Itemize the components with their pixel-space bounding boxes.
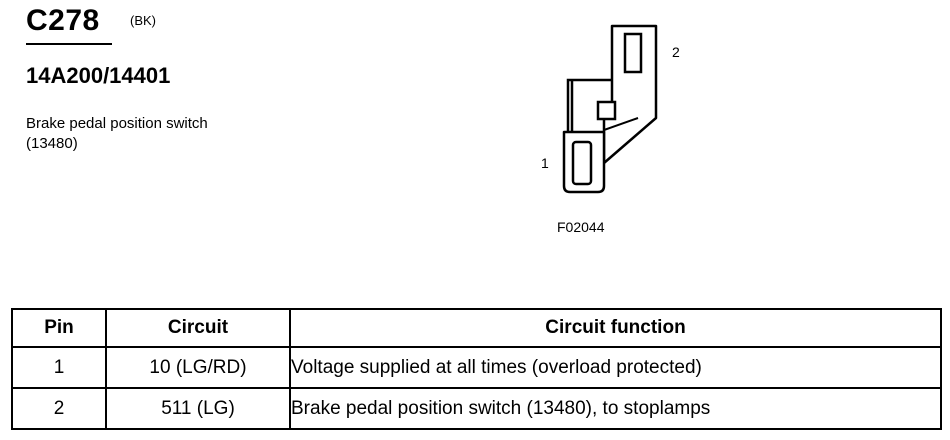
- component-description: Brake pedal position switch (13480): [26, 115, 208, 152]
- cell-pin: 2: [11, 387, 107, 430]
- connector-color-code: (BK): [130, 13, 156, 28]
- connector-face-diagram: [562, 24, 658, 194]
- pinout-table: Pin Circuit Circuit function 1 10 (LG/RD…: [11, 308, 942, 430]
- cell-circuit: 10 (LG/RD): [105, 346, 291, 389]
- figure-code: F02044: [557, 219, 605, 235]
- header-pin: Pin: [11, 308, 107, 348]
- cell-circuit-function: Voltage supplied at all times (overload …: [289, 346, 942, 389]
- latch-bracket: [566, 78, 612, 132]
- cell-circuit: 511 (LG): [105, 387, 291, 430]
- header-circuit: Circuit: [105, 308, 291, 348]
- table-row: 2 511 (LG) Brake pedal position switch (…: [11, 387, 942, 430]
- table-row: 1 10 (LG/RD) Voltage supplied at all tim…: [11, 346, 942, 389]
- locking-tab: [596, 100, 617, 121]
- cell-pin: 1: [11, 346, 107, 389]
- part-number: 14A200/14401: [26, 63, 171, 88]
- pin-2-label: 2: [672, 44, 680, 60]
- cell-circuit-function: Brake pedal position switch (13480), to …: [289, 387, 942, 430]
- table-header-row: Pin Circuit Circuit function: [11, 308, 942, 348]
- pin-1-label: 1: [541, 155, 549, 171]
- pin-1-cavity: [571, 140, 593, 186]
- connector-id: C278: [26, 4, 100, 37]
- connector-id-underline: [26, 43, 112, 45]
- header-circuit-function: Circuit function: [289, 308, 942, 348]
- pin-2-cavity: [623, 32, 643, 74]
- connector-ridge: [603, 117, 639, 131]
